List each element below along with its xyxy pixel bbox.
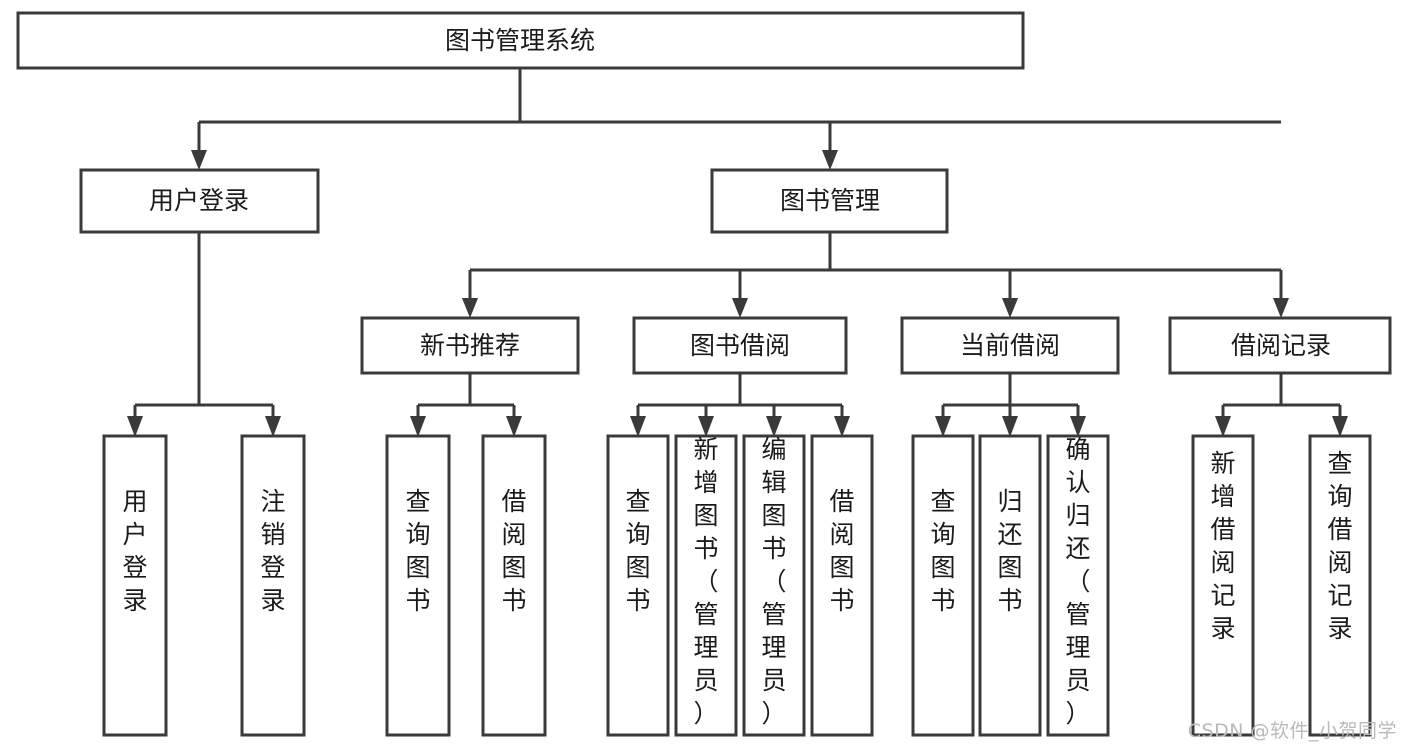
leaf-current-borrow-0[interactable]: 查询图书 <box>911 434 975 737</box>
arrow-icon <box>630 416 646 437</box>
arrow-icon <box>127 416 143 437</box>
leaf-book-borrow-0[interactable]: 查询图书 <box>606 434 670 737</box>
leaf-new-book-1-label: 借阅图书 <box>501 487 526 615</box>
leaf-current-borrow-1-label: 归还图书 <box>997 487 1022 615</box>
leaf-current-borrow-2[interactable]: 确认归还（管理员） <box>1046 434 1110 737</box>
arrow-icon <box>1070 416 1086 437</box>
leaf-user-login-1[interactable]: 注销登录 <box>240 434 306 737</box>
leaf-book-borrow-2-label: 编辑图书（管理员） <box>761 435 786 728</box>
leaf-book-borrow-1-label: 新增图书（管理员） <box>693 435 718 728</box>
node-root-label: 图书管理系统 <box>445 26 595 55</box>
connector-root-to-level2 <box>191 68 1281 170</box>
node-book-management[interactable]: 图书管理 <box>710 168 949 234</box>
arrow-icon <box>1273 298 1289 318</box>
node-current-borrow[interactable]: 当前借阅 <box>900 316 1120 375</box>
arrow-icon <box>1332 416 1348 437</box>
leaf-book-borrow-1[interactable]: 新增图书（管理员） <box>674 434 738 737</box>
arrow-icon <box>1215 416 1231 437</box>
leaf-book-borrow-3-label: 借阅图书 <box>829 487 854 615</box>
leaf-current-borrow-0-label: 查询图书 <box>930 487 955 615</box>
arrow-icon <box>462 298 478 318</box>
connector-currentborrow-to-leaves <box>935 373 1086 437</box>
connector-borrowrecord-to-leaves <box>1215 373 1348 437</box>
leaf-current-borrow-1[interactable]: 归还图书 <box>978 434 1042 737</box>
connector-bookborrow-to-leaves <box>630 373 850 437</box>
leaf-new-book-0[interactable]: 查询图书 <box>385 434 451 737</box>
node-new-book-recommend[interactable]: 新书推荐 <box>360 316 580 375</box>
leaf-user-login-0[interactable]: 用户登录 <box>102 434 168 737</box>
leaf-book-borrow-2[interactable]: 编辑图书（管理员） <box>742 434 806 737</box>
leaf-new-book-1[interactable]: 借阅图书 <box>481 434 547 737</box>
arrow-icon <box>766 416 782 437</box>
arrow-icon <box>191 150 207 170</box>
arrow-icon <box>822 150 838 170</box>
arrow-icon <box>698 416 714 437</box>
node-book-management-label: 图书管理 <box>780 186 880 215</box>
leaf-book-borrow-0-label: 查询图书 <box>625 487 650 615</box>
arrow-icon <box>935 416 951 437</box>
arrow-icon <box>834 416 850 437</box>
leaf-book-borrow-3[interactable]: 借阅图书 <box>810 434 874 737</box>
leaf-borrow-record-1-label: 查询借阅记录 <box>1327 449 1352 643</box>
arrow-icon <box>506 416 522 437</box>
node-user-login-label: 用户登录 <box>149 186 249 215</box>
leaf-borrow-record-1[interactable]: 查询借阅记录 <box>1308 434 1372 737</box>
connector-bookmgmt-to-level3 <box>462 232 1289 318</box>
leaf-current-borrow-2-label: 确认归还（管理员） <box>1065 435 1090 728</box>
csdn-watermark: CSDN @软件_小贺同学 <box>1187 720 1397 742</box>
connector-userlogin-to-leaves <box>127 232 281 437</box>
arrow-icon <box>265 416 281 437</box>
node-user-login[interactable]: 用户登录 <box>79 168 320 234</box>
node-new-book-recommend-label: 新书推荐 <box>420 331 520 360</box>
leaf-borrow-record-0-label: 新增借阅记录 <box>1210 449 1235 643</box>
node-current-borrow-label: 当前借阅 <box>960 331 1060 360</box>
arrow-icon <box>410 416 426 437</box>
leaf-new-book-0-label: 查询图书 <box>405 487 430 615</box>
arrow-icon <box>732 298 748 318</box>
node-borrow-record[interactable]: 借阅记录 <box>1168 316 1392 375</box>
connector-newbook-to-leaves <box>410 373 522 437</box>
leaf-borrow-record-0[interactable]: 新增借阅记录 <box>1191 434 1255 737</box>
node-root[interactable]: 图书管理系统 <box>16 11 1025 70</box>
leaf-user-login-1-label: 注销登录 <box>260 487 285 615</box>
arrow-icon <box>1002 416 1018 437</box>
node-borrow-record-label: 借阅记录 <box>1231 331 1331 360</box>
node-book-borrow-label: 图书借阅 <box>690 331 790 360</box>
node-book-borrow[interactable]: 图书借阅 <box>632 316 848 375</box>
arrow-icon <box>1002 298 1018 318</box>
leaf-user-login-0-label: 用户登录 <box>122 487 147 615</box>
